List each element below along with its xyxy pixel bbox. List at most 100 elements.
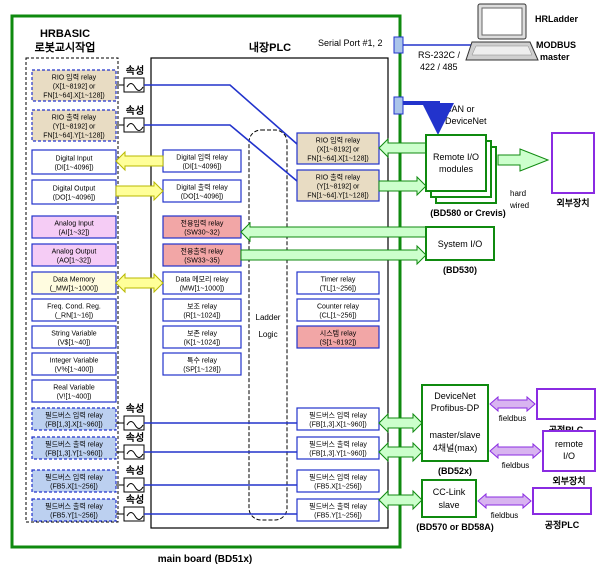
plc-right-relay-7-line2: (FB5.X[1~256]) bbox=[314, 484, 362, 491]
master-label: master bbox=[540, 52, 570, 62]
plc-right-relay-4-line1: 시스템 relay bbox=[320, 330, 357, 338]
sync-link-4: 속성 bbox=[116, 464, 145, 493]
devicenet-box bbox=[421, 384, 489, 462]
plc-title: 내장PLC bbox=[249, 40, 291, 54]
plc-region bbox=[150, 57, 389, 529]
hrbasic-var-6-line2: (_MW[1~1000]) bbox=[50, 286, 98, 293]
remote-io-caption: (BD580 or Crevis) bbox=[430, 208, 506, 218]
hrbasic-var-7: Freq. Cond. Reg. (_RN[1~16]) bbox=[31, 298, 117, 322]
plc-left-relay-4: Data 메모리 relay(MW[1~1000]) bbox=[162, 271, 242, 295]
plc-left-relay-5-line1: 보조 relay bbox=[187, 303, 217, 311]
plc-right-relay-2-line2: (TL[1~256]) bbox=[320, 286, 356, 293]
plc-right-relay-0-line3: FN[1~64].X[1~128]) bbox=[307, 156, 368, 163]
plc-right-relay-8-line2: (FB5.Y[1~256]) bbox=[314, 513, 362, 520]
serial-protocol-2: 422 / 485 bbox=[420, 62, 458, 72]
hrbasic-var-10: Real Variable (V![1~400]) bbox=[31, 379, 117, 403]
hrbasic-var-1-line2: (Y[1~8192] or bbox=[53, 124, 96, 131]
hrbasic-var-13-line1: 필드버스 입력 relay bbox=[45, 473, 103, 482]
hrbasic-region bbox=[25, 57, 119, 523]
system-io-label: System I/O bbox=[438, 239, 483, 249]
hrladder-label: HRLadder bbox=[535, 14, 579, 24]
external-device-label: 외부장치 bbox=[556, 197, 589, 208]
hrbasic-var-2-line2: (DI[1~4096]) bbox=[54, 165, 93, 172]
serial-port-label: Serial Port #1, 2 bbox=[318, 38, 383, 48]
sync-label: 속성 bbox=[126, 493, 144, 506]
hrbasic-var-3-line1: Digital Output bbox=[53, 186, 95, 193]
hrbasic-var-1-line1: RIO 출력 relay bbox=[52, 113, 97, 122]
can-connector bbox=[393, 96, 404, 115]
plc-left-relay-3-line2: (SW33~35) bbox=[184, 258, 220, 265]
devicenet-label-1: DeviceNet bbox=[434, 391, 476, 401]
hrbasic-var-7-line1: Freq. Cond. Reg. bbox=[47, 304, 101, 311]
plc-left-relay-5-line2: (R[1~1024]) bbox=[183, 313, 220, 320]
hrbasic-variable-list: RIO 입력 relay(X[1~8192] orFN[1~64].X[1~12… bbox=[31, 69, 117, 522]
hrbasic-var-13-line2: (FB5.X[1~256]) bbox=[50, 484, 98, 491]
hrbasic-var-5-line2: (AO[1~32]) bbox=[57, 258, 91, 265]
plc-left-relay-0-line1: Digital 입력 relay bbox=[176, 154, 228, 162]
hrbasic-var-7-line2: (_RN[1~16]) bbox=[55, 313, 93, 320]
hrbasic-var-4: Analog Input(AI[1~32]) bbox=[31, 215, 117, 239]
plc-left-relay-2: 전용입력 relay(SW30~32) bbox=[162, 215, 242, 239]
hrbasic-var-0-line2: (X[1~8192] or bbox=[53, 84, 96, 91]
hrbasic-var-8-line1: String Variable bbox=[51, 331, 97, 338]
can-label-1: CAN or bbox=[445, 104, 475, 114]
plc-right-relay-0-line1: RIO 입력 relay bbox=[316, 137, 361, 145]
hrbasic-var-8: String Variable(V$[1~40]) bbox=[31, 325, 117, 349]
hrbasic-var-1-line3: FN[1~64].Y[1~128]) bbox=[43, 133, 104, 140]
sync-label: 속성 bbox=[126, 104, 144, 117]
cclink-label-2: slave bbox=[438, 500, 459, 510]
plc-left-relay-6: 보존 relay(K[1~1024]) bbox=[162, 325, 242, 349]
cclink-box bbox=[421, 479, 477, 518]
plc-right-relay-7: 필드버스 입력 relay (FB5.X[1~256]) bbox=[296, 469, 380, 493]
hrbasic-var-10-line1: Real Variable bbox=[53, 385, 95, 392]
hrbasic-var-11: 필드버스 입력 relay(FB[1,3].X[1~960]) bbox=[31, 407, 117, 431]
plc-right-relay-0: RIO 입력 relay(X[1~8192] orFN[1~64].X[1~12… bbox=[296, 132, 380, 165]
hrbasic-var-2: Digital Input (DI[1~4096]) bbox=[31, 149, 117, 175]
sync-link-1: 속성 bbox=[116, 104, 145, 133]
sync-label: 속성 bbox=[126, 431, 144, 444]
fieldbus-label: fieldbus bbox=[502, 461, 530, 470]
laptop-icon bbox=[465, 3, 539, 61]
plc-right-relay-1: RIO 출력 relay(Y[1~8192] orFN[1~64].Y[1~12… bbox=[296, 169, 380, 202]
hard-wired-1: hard bbox=[510, 189, 526, 198]
hrbasic-var-10-line2: (V![1~400]) bbox=[57, 394, 92, 401]
hrbasic-title: HRBASIC bbox=[40, 28, 90, 40]
hrbasic-var-1: RIO 출력 relay (Y[1~8192] or FN[1~64].Y[1~12… bbox=[31, 109, 117, 142]
plc-right-relay-1-line3: FN[1~64].Y[1~128]) bbox=[307, 193, 368, 200]
plc-right-relay-6-line1: 필드버스 출력 relay bbox=[309, 440, 367, 449]
plc-left-relay-0: Digital 입력 relay(DI[1~4096]) bbox=[162, 149, 242, 173]
plc-left-relay-6-line2: (K[1~1024]) bbox=[184, 340, 221, 347]
sync-link-0: 속성 bbox=[116, 64, 145, 93]
plc-left-relay-4-line1: Data 메모리 relay bbox=[175, 275, 229, 284]
serial-port-connector bbox=[393, 36, 404, 54]
hrbasic-var-9: Integer Variable(V%[1~400]) bbox=[31, 352, 117, 376]
plc-right-relay-5: 필드버스 입력 relay(FB[1,3].X[1~960]) bbox=[296, 407, 380, 431]
devicenet-label-2: Profibus-DP bbox=[431, 403, 480, 413]
connection-arrows bbox=[115, 84, 427, 515]
fieldbus-target-1-line1: remote bbox=[555, 439, 583, 449]
hard-wired-2: wired bbox=[509, 201, 529, 210]
fieldbus-targets: fieldbus공정PLCfieldbusremoteI/O외부장치fieldb… bbox=[477, 388, 596, 530]
hrbasic-var-14-line2: (FB5.Y[1~256]) bbox=[50, 513, 98, 520]
hrbasic-var-12-line2: (FB[1,3].Y[1~960]) bbox=[45, 451, 102, 458]
plc-left-relay-3: 전용출력 relay(SW33~35) bbox=[162, 243, 242, 267]
plc-left-relay-1-line2: (DO[1~4096]) bbox=[181, 194, 224, 201]
plc-right-relay-7-line1: 필드버스 입력 relay bbox=[309, 473, 367, 482]
plc-right-relay-5-line1: 필드버스 입력 relay bbox=[309, 411, 367, 420]
plc-right-relay-6-line2: (FB[1,3].Y[1~960]) bbox=[309, 451, 366, 458]
devicenet-label-4: 4채널(max) bbox=[433, 443, 478, 453]
hrbasic-var-2-line1: Digital Input bbox=[56, 156, 93, 163]
board-footer: main board (BD51x) bbox=[158, 554, 252, 565]
plc-right-relay-3: Counter relay(CL[1~256]) bbox=[296, 298, 380, 322]
remote-io-label-1: Remote I/O bbox=[433, 152, 479, 162]
ladder-logic-box bbox=[248, 129, 288, 521]
hrbasic-var-11-line2: (FB[1,3].X[1~960]) bbox=[45, 422, 102, 429]
plc-right-relay-3-line2: (CL[1~256]) bbox=[319, 313, 356, 320]
plc-left-relay-list: Digital 입력 relay(DI[1~4096])Digital 출력 r… bbox=[162, 149, 242, 376]
plc-right-relay-1-line1: RIO 출력 relay bbox=[316, 173, 361, 182]
